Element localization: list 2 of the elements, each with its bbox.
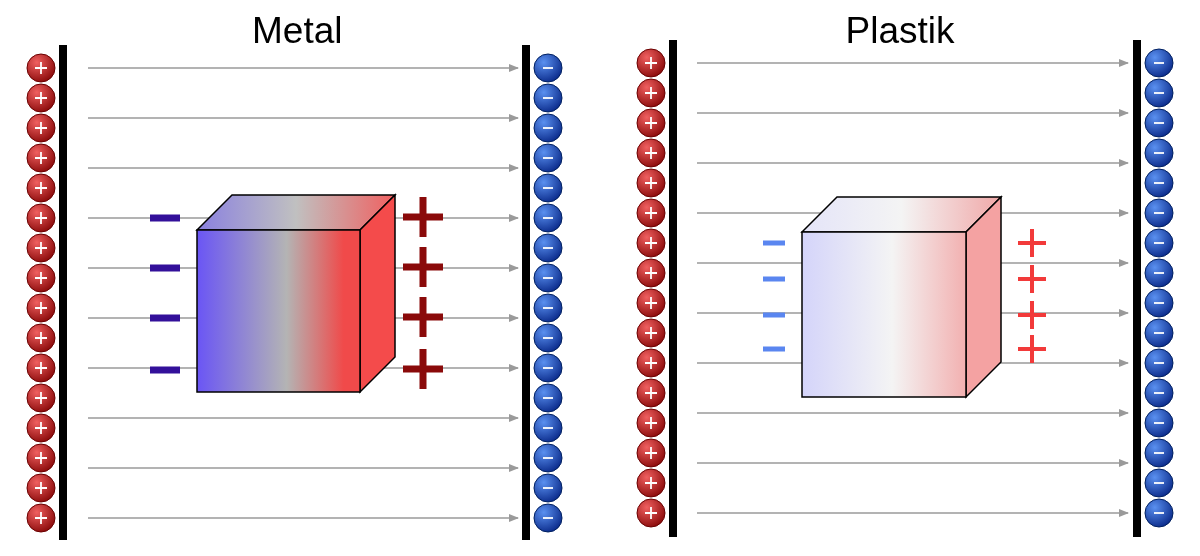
panel-title: Metal [252,12,343,49]
panel-title: Plastik [845,12,955,49]
